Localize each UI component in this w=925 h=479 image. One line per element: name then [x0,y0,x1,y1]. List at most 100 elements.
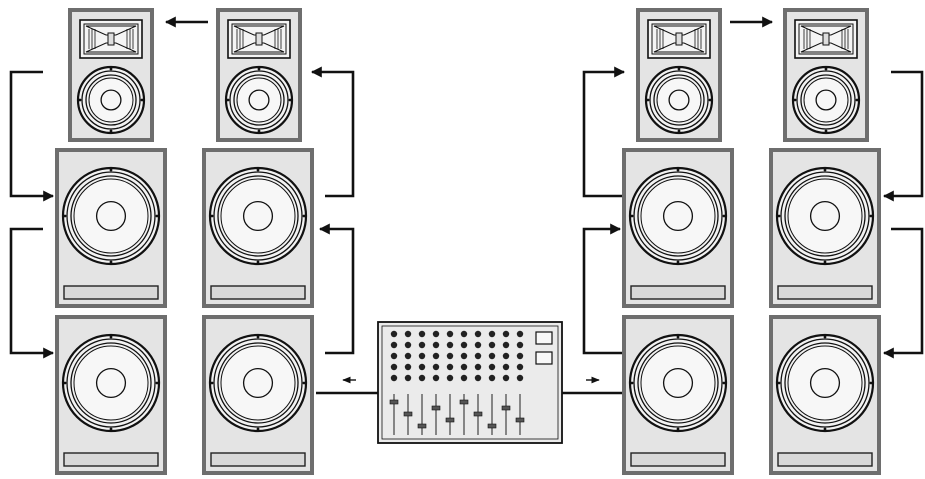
mixer-knob [488,374,496,382]
subwoofer-driver [775,166,875,266]
mixer-knob [390,352,398,360]
mixer-knob [488,330,496,338]
speaker-stack [622,8,734,475]
driver-mount-dot [676,260,680,264]
bass-port [630,285,726,300]
fader-cap [445,417,455,423]
driver-mount-dot [869,381,873,385]
mixer-knob [390,330,398,338]
driver-cone-edge [70,342,152,424]
driver-mount-dot [210,381,214,385]
fader-cap [473,411,483,417]
mixer-knob [502,363,510,371]
driver-surround [81,70,141,130]
horn-flare-bottom [800,42,852,53]
mixer-knob [516,374,524,382]
mixer-knob [502,341,510,349]
driver-mount-dot [155,214,159,218]
driver-mount-dot [256,168,260,172]
driver-mount-dot [676,427,680,431]
link-right-sub-to-sub [882,227,924,359]
horn-tweeter [79,19,143,59]
driver-mount-dot [302,381,306,385]
bass-port [777,285,873,300]
fader-cap [501,405,511,411]
driver-surround [229,70,289,130]
driver-mount-dot [109,335,113,339]
mixer-knob [474,341,482,349]
driver-mount-dot [302,214,306,218]
driver-surround [780,338,870,428]
horn-flare-top [85,25,137,36]
mixer-knob [474,374,482,382]
top-speaker-cabinet [68,8,154,142]
driver-dust-cap [95,367,127,399]
horn-throat [255,32,263,46]
link-left-inner-sub-to-top [310,66,355,198]
subwoofer-driver [208,333,308,433]
mixer-knob [502,330,510,338]
mixer-knob [390,341,398,349]
driver-mount-dot [676,168,680,172]
mixer-knob [404,341,412,349]
driver-mount-dot [677,67,681,71]
driver-surround [633,171,723,261]
driver-mount-dot [109,129,113,133]
driver-cone-edge [85,74,137,126]
driver-dust-cap [242,200,274,232]
driver-mount-dot [793,98,797,102]
horn-throat [107,32,115,46]
mixer-knob [516,330,524,338]
mixer-knob [390,363,398,371]
driver-mount-dot [677,129,681,133]
mixer-knob [516,341,524,349]
mixer-knob [404,352,412,360]
driver-dust-cap [95,200,127,232]
driver-mount-dot [109,260,113,264]
driver-mount-dot [646,98,650,102]
driver-surround [633,338,723,428]
horn-tweeter [227,19,291,59]
horn-inner [651,23,707,55]
mixer-knob [418,352,426,360]
subwoofer-cabinet [769,315,881,475]
top-speaker-cabinet [636,8,722,142]
driver-dust-cap [809,200,841,232]
driver-cone-edge [217,175,299,257]
speaker-stack [769,8,881,475]
link-right-inner-sub-to-sub [582,223,622,355]
subwoofer-cabinet [769,148,881,308]
driver-mount-dot [109,67,113,71]
driver-dust-cap [809,367,841,399]
driver-mount-dot [288,98,292,102]
driver-dust-cap [242,367,274,399]
mixer-knob [516,352,524,360]
bass-port [630,452,726,467]
mixer-knob [488,363,496,371]
bass-port [63,285,159,300]
horn-inner [798,23,854,55]
fader-cap [515,417,525,423]
woofer-driver [224,65,294,135]
mixer-body [377,321,563,444]
mixer-knob [404,330,412,338]
driver-mount-dot [823,168,827,172]
subwoofer-driver [208,166,308,266]
horn-flare-top [653,25,705,36]
driver-surround [780,171,870,261]
subwoofer-cabinet [55,315,167,475]
driver-mount-dot [722,381,726,385]
mixer-knob [418,330,426,338]
mixer-knob [404,363,412,371]
driver-surround [213,338,303,428]
driver-cone-edge [784,175,866,257]
driver-mount-dot [155,381,159,385]
mixer-knob [460,352,468,360]
driver-cone-edge [217,342,299,424]
driver-mount-dot [630,381,634,385]
driver-dust-cap [248,89,270,111]
driver-dust-cap [662,200,694,232]
horn-inner [83,23,139,55]
driver-mount-dot [226,98,230,102]
driver-mount-dot [869,214,873,218]
